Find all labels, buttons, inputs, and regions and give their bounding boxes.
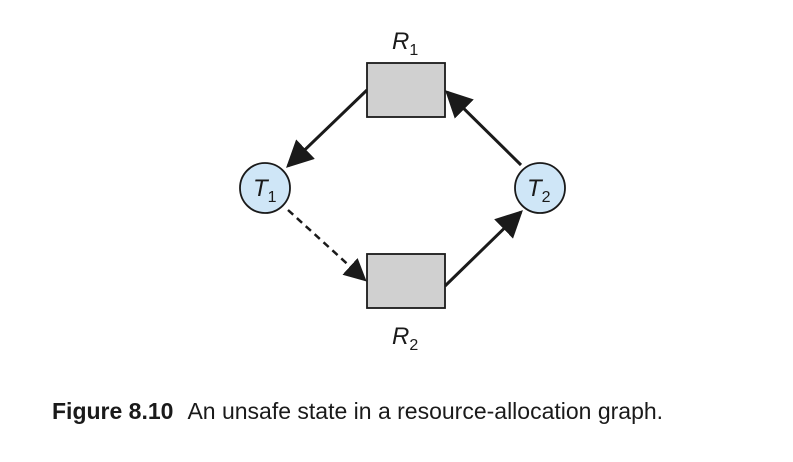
- resource-allocation-graph: R1 R2 T1 T2: [239, 28, 566, 354]
- figure-caption: Figure 8.10 An unsafe state in a resource…: [52, 398, 663, 425]
- thread-t2-label: T2: [527, 175, 551, 206]
- edge-r2-to-t2: [443, 210, 523, 288]
- figure-number: Figure 8.10: [52, 398, 174, 424]
- resource-r2-label: R2: [392, 323, 418, 354]
- thread-t1-label: T1: [253, 175, 277, 206]
- edge-t1-to-r2-claim: [287, 209, 367, 282]
- resource-r1-box: [366, 62, 446, 118]
- thread-t1-circle: [239, 162, 291, 214]
- edge-t2-to-r1: [445, 90, 523, 167]
- resource-r2-box: [366, 253, 446, 309]
- thread-t2-circle: [514, 162, 566, 214]
- edge-r1-to-t1: [286, 88, 369, 168]
- figure-caption-text: An unsafe state in a resource-allocation…: [187, 398, 664, 424]
- resource-r1-label: R1: [392, 28, 418, 59]
